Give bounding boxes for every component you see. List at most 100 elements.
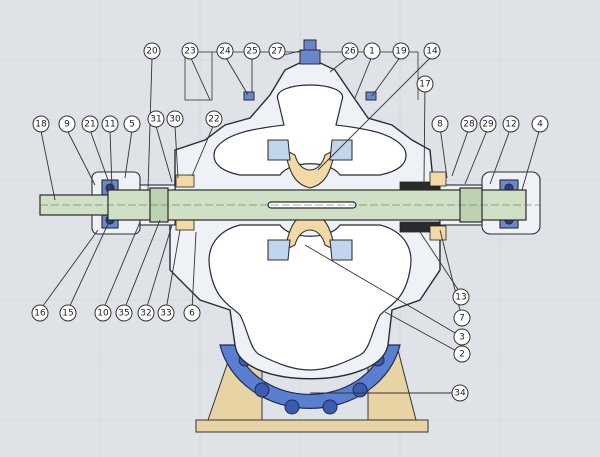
- part-callout-30: 30: [166, 110, 184, 128]
- callout-circle: [32, 115, 50, 133]
- part-callout-32: 32: [137, 304, 155, 322]
- callout-label: 17: [419, 80, 430, 90]
- part-callout-5: 5: [123, 115, 141, 133]
- part-callout-10: 10: [94, 304, 112, 322]
- part-callout-9: 9: [58, 115, 76, 133]
- part-callout-16: 16: [31, 304, 49, 322]
- callout-circle: [31, 304, 49, 322]
- callout-label: 8: [437, 120, 443, 130]
- part-callout-35: 35: [115, 304, 133, 322]
- callout-circle: [452, 288, 470, 306]
- water-passages: [208, 84, 412, 371]
- callout-label: 2: [459, 350, 465, 360]
- callout-label: 34: [454, 389, 466, 399]
- part-callout-29: 29: [479, 115, 497, 133]
- part-callout-25: 25: [243, 42, 261, 60]
- part-callout-24: 24: [216, 42, 234, 60]
- part-callout-28: 28: [460, 115, 478, 133]
- part-callout-4: 4: [531, 115, 549, 133]
- callout-circle: [216, 42, 234, 60]
- callout-circle: [453, 328, 471, 346]
- part-callout-1: 1: [363, 42, 381, 60]
- part-callout-19: 19: [392, 42, 410, 60]
- callout-label: 31: [150, 115, 161, 125]
- callout-label: 16: [34, 309, 46, 319]
- callout-circle: [205, 110, 223, 128]
- callout-circle: [423, 42, 441, 60]
- callout-circle: [137, 304, 155, 322]
- callout-label: 12: [505, 120, 516, 130]
- callout-label: 22: [208, 115, 219, 125]
- callout-circle: [181, 42, 199, 60]
- callout-circle: [460, 115, 478, 133]
- callout-label: 15: [62, 309, 73, 319]
- pump-shaft: [39, 187, 540, 223]
- callout-circle: [363, 42, 381, 60]
- callout-label: 9: [64, 120, 70, 130]
- part-callout-27: 27: [268, 42, 286, 60]
- part-callout-22: 22: [205, 110, 223, 128]
- callout-label: 18: [35, 120, 47, 130]
- part-callout-6: 6: [183, 304, 201, 322]
- callout-label: 6: [189, 309, 195, 319]
- part-callout-34: 34: [451, 384, 469, 402]
- callout-label: 35: [118, 309, 129, 319]
- leader-lines: [39, 49, 541, 394]
- callout-label: 20: [146, 47, 158, 57]
- callout-label: 28: [463, 120, 475, 130]
- part-callout-23: 23: [181, 42, 199, 60]
- part-callout-2: 2: [453, 345, 471, 363]
- callout-circle: [341, 42, 359, 60]
- callout-label: 3: [459, 333, 465, 343]
- callout-label: 10: [97, 309, 109, 319]
- callout-circle: [531, 115, 549, 133]
- callout-label: 33: [160, 309, 171, 319]
- callout-label: 1: [369, 47, 375, 57]
- callout-label: 24: [219, 47, 231, 57]
- callout-circle: [143, 42, 161, 60]
- callout-label: 4: [537, 120, 543, 130]
- part-callout-26: 26: [341, 42, 359, 60]
- part-callout-13: 13: [452, 288, 470, 306]
- callout-label: 23: [184, 47, 195, 57]
- part-callout-31: 31: [147, 110, 165, 128]
- impeller: [267, 139, 353, 261]
- callout-circle: [166, 110, 184, 128]
- callout-label: 14: [426, 47, 438, 57]
- part-callout-7: 7: [453, 309, 471, 327]
- callout-circle: [431, 115, 449, 133]
- callout-circle: [81, 115, 99, 133]
- callout-label: 11: [104, 120, 115, 130]
- callout-label: 13: [455, 293, 466, 303]
- callout-circle: [157, 304, 175, 322]
- callout-circle: [453, 309, 471, 327]
- callout-circle: [147, 110, 165, 128]
- part-callout-15: 15: [59, 304, 77, 322]
- callout-label: 21: [84, 120, 95, 130]
- callout-circle: [115, 304, 133, 322]
- callout-circle: [123, 115, 141, 133]
- callout-circle: [59, 304, 77, 322]
- callout-circle: [479, 115, 497, 133]
- callout-label: 27: [271, 47, 282, 57]
- callout-label: 25: [246, 47, 257, 57]
- callout-label: 26: [344, 47, 356, 57]
- part-callout-3: 3: [453, 328, 471, 346]
- callout-label: 19: [395, 47, 407, 57]
- callout-circle: [392, 42, 410, 60]
- callout-label: 29: [482, 120, 494, 130]
- part-callout-21: 21: [81, 115, 99, 133]
- callout-circle: [183, 304, 201, 322]
- callout-circle: [451, 384, 469, 402]
- part-callout-17: 17: [416, 75, 434, 93]
- callout-label: 7: [459, 314, 465, 324]
- vent-cap: [243, 39, 377, 101]
- part-callout-18: 18: [32, 115, 50, 133]
- callout-label: 5: [129, 120, 135, 130]
- callout-circle: [453, 345, 471, 363]
- part-callout-8: 8: [431, 115, 449, 133]
- callout-label: 32: [140, 309, 151, 319]
